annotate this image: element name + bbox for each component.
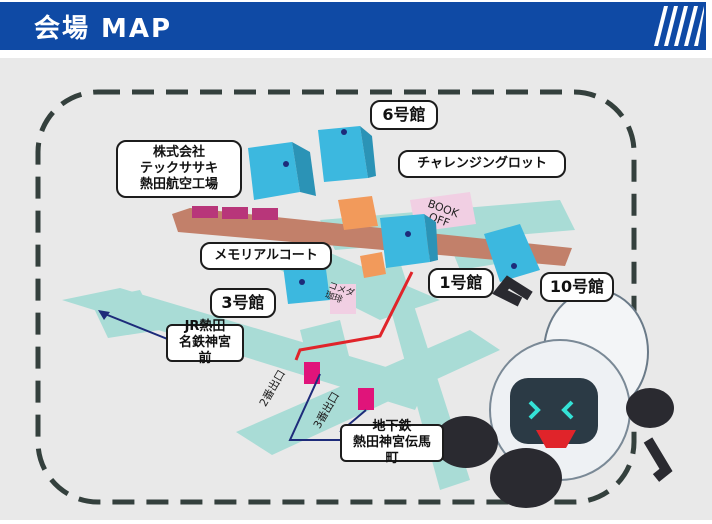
page-title: 会場 MAP	[34, 14, 173, 44]
jr-arrow-icon	[98, 310, 110, 320]
hall10-label[interactable]: 10号館	[540, 272, 614, 302]
komeda-sign	[330, 284, 356, 314]
venue-boundary	[35, 89, 637, 505]
challenge-lot-label[interactable]: チャレンジングロット	[398, 150, 566, 178]
exit2-marker	[304, 362, 320, 384]
tecksasaki-label[interactable]: 株式会社 テックササキ 熱田航空工場	[116, 140, 242, 198]
walking-route	[294, 271, 414, 361]
train-cars	[192, 206, 278, 220]
jr-station-label[interactable]: JR熱田 名鉄神宮前	[166, 319, 244, 366]
header: 会場 MAP	[0, 0, 712, 52]
exit3-marker	[358, 388, 374, 410]
challenge-lot-area	[338, 196, 378, 230]
hall3-label[interactable]: 3号館	[210, 288, 276, 318]
venue-map: BOOKOFF	[0, 58, 712, 520]
subway-station-label[interactable]: 地下鉄 熱田神宮伝馬町	[340, 419, 444, 466]
header-stripes-icon	[654, 6, 704, 46]
railway	[172, 208, 572, 266]
header-bar	[0, 2, 706, 50]
hall1-label[interactable]: 1号館	[428, 268, 494, 298]
hall6-label[interactable]: 6号館	[370, 100, 438, 130]
robot-mascot-icon	[434, 275, 674, 508]
memorial-court-label[interactable]: メモリアルコート	[200, 242, 332, 270]
buildings	[248, 126, 540, 304]
memorial-court-area	[360, 252, 386, 278]
